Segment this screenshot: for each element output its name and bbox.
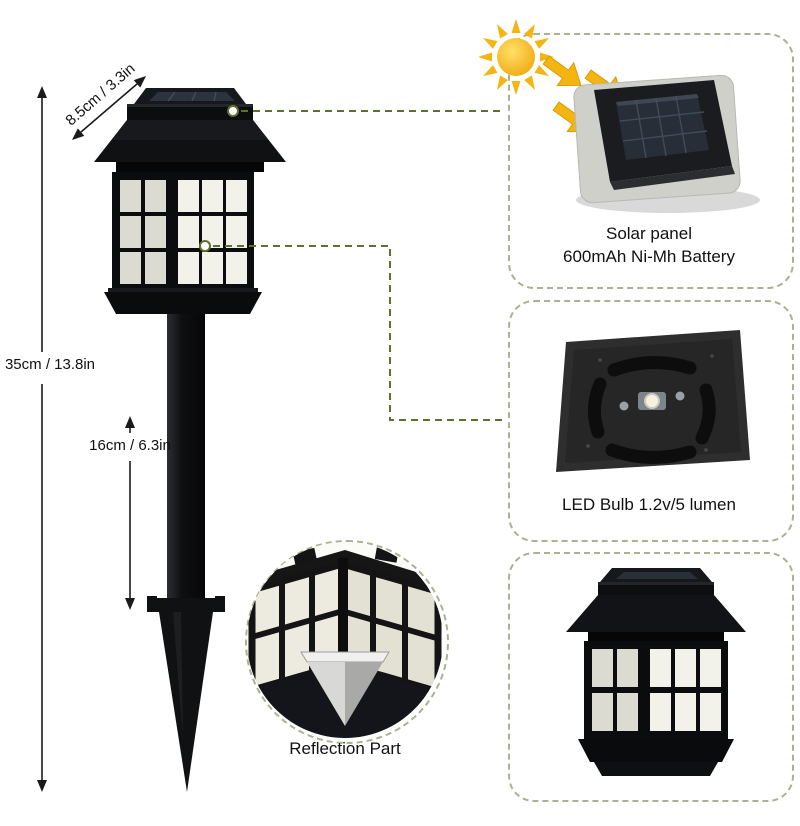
led-bulb-label: LED Bulb 1.2v/5 lumen bbox=[562, 495, 736, 514]
lantern-head-photo bbox=[566, 568, 746, 776]
reflection-part-label: Reflection Part bbox=[289, 739, 401, 758]
solar-callout-box bbox=[508, 33, 794, 289]
connector-anchor-cap bbox=[227, 105, 239, 117]
callout-connectors bbox=[213, 110, 504, 421]
connector-anchor-window bbox=[199, 240, 211, 252]
lamp-window-panes bbox=[120, 180, 247, 284]
dimension-label-total-height: 35cm / 13.8in bbox=[4, 356, 96, 373]
charge-arrow-icon bbox=[542, 55, 582, 87]
led-bulb bbox=[644, 393, 660, 409]
dimension-label-stake-length: 16cm / 6.3in bbox=[89, 437, 171, 454]
lantern-photo-windows bbox=[592, 649, 721, 731]
led-plate-photo bbox=[556, 330, 750, 472]
solar-panel-photo bbox=[573, 74, 760, 213]
reflector-top bbox=[300, 651, 390, 663]
reflection-callout-circle bbox=[245, 540, 449, 744]
lamp-pole bbox=[167, 314, 205, 602]
battery-label: 600mAh Ni-Mh Battery bbox=[563, 247, 735, 266]
connector-led bbox=[213, 245, 504, 421]
lamp-ground-spike bbox=[159, 612, 213, 792]
lantern-callout-box bbox=[508, 552, 794, 802]
dimension-lines bbox=[37, 76, 146, 792]
solar-panel-label: Solar panel bbox=[605, 224, 692, 243]
lamp-product-image bbox=[94, 88, 286, 792]
lamp-base bbox=[104, 292, 262, 314]
sun-icon bbox=[478, 19, 554, 95]
led-callout-box bbox=[508, 300, 794, 542]
reflection-detail-photo bbox=[247, 542, 443, 738]
